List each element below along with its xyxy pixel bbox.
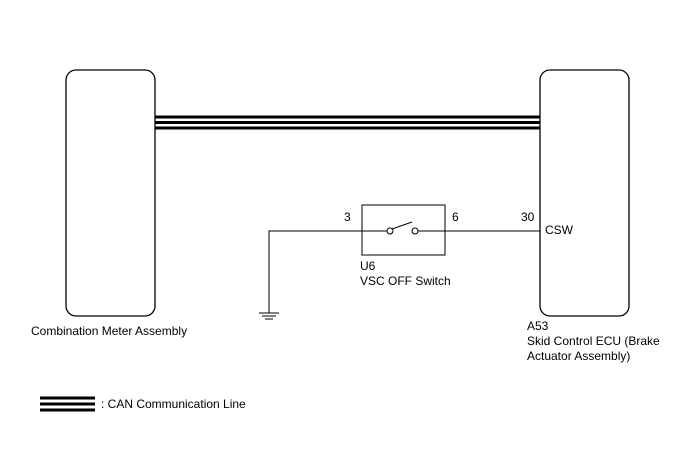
ecu-pin-label: 30: [521, 210, 535, 224]
legend-can-line-icon: [40, 396, 95, 412]
legend-can-line-label: : CAN Communication Line: [101, 397, 246, 411]
switch-pin-right-label: 6: [452, 210, 459, 224]
switch-code-label: U6: [360, 259, 376, 273]
vsc-off-switch-box: [361, 204, 446, 256]
combination-meter-label: Combination Meter Assembly: [31, 324, 187, 338]
combination-meter-block: [65, 69, 156, 317]
switch-contact-icon: [362, 221, 445, 235]
can-communication-line: [155, 115, 540, 130]
ecu-name-line1: Skid Control ECU (Brake: [527, 334, 660, 348]
switch-name-label: VSC OFF Switch: [360, 274, 451, 288]
switch-pin-left-label: 3: [344, 210, 351, 224]
skid-control-ecu-block: [539, 69, 630, 317]
ecu-terminal-name: CSW: [545, 223, 574, 237]
ground-icon: [259, 312, 279, 320]
ground-wire: [268, 230, 362, 313]
ecu-code-label: A53: [527, 319, 549, 333]
ecu-name-line2: Actuator Assembly): [527, 349, 630, 363]
